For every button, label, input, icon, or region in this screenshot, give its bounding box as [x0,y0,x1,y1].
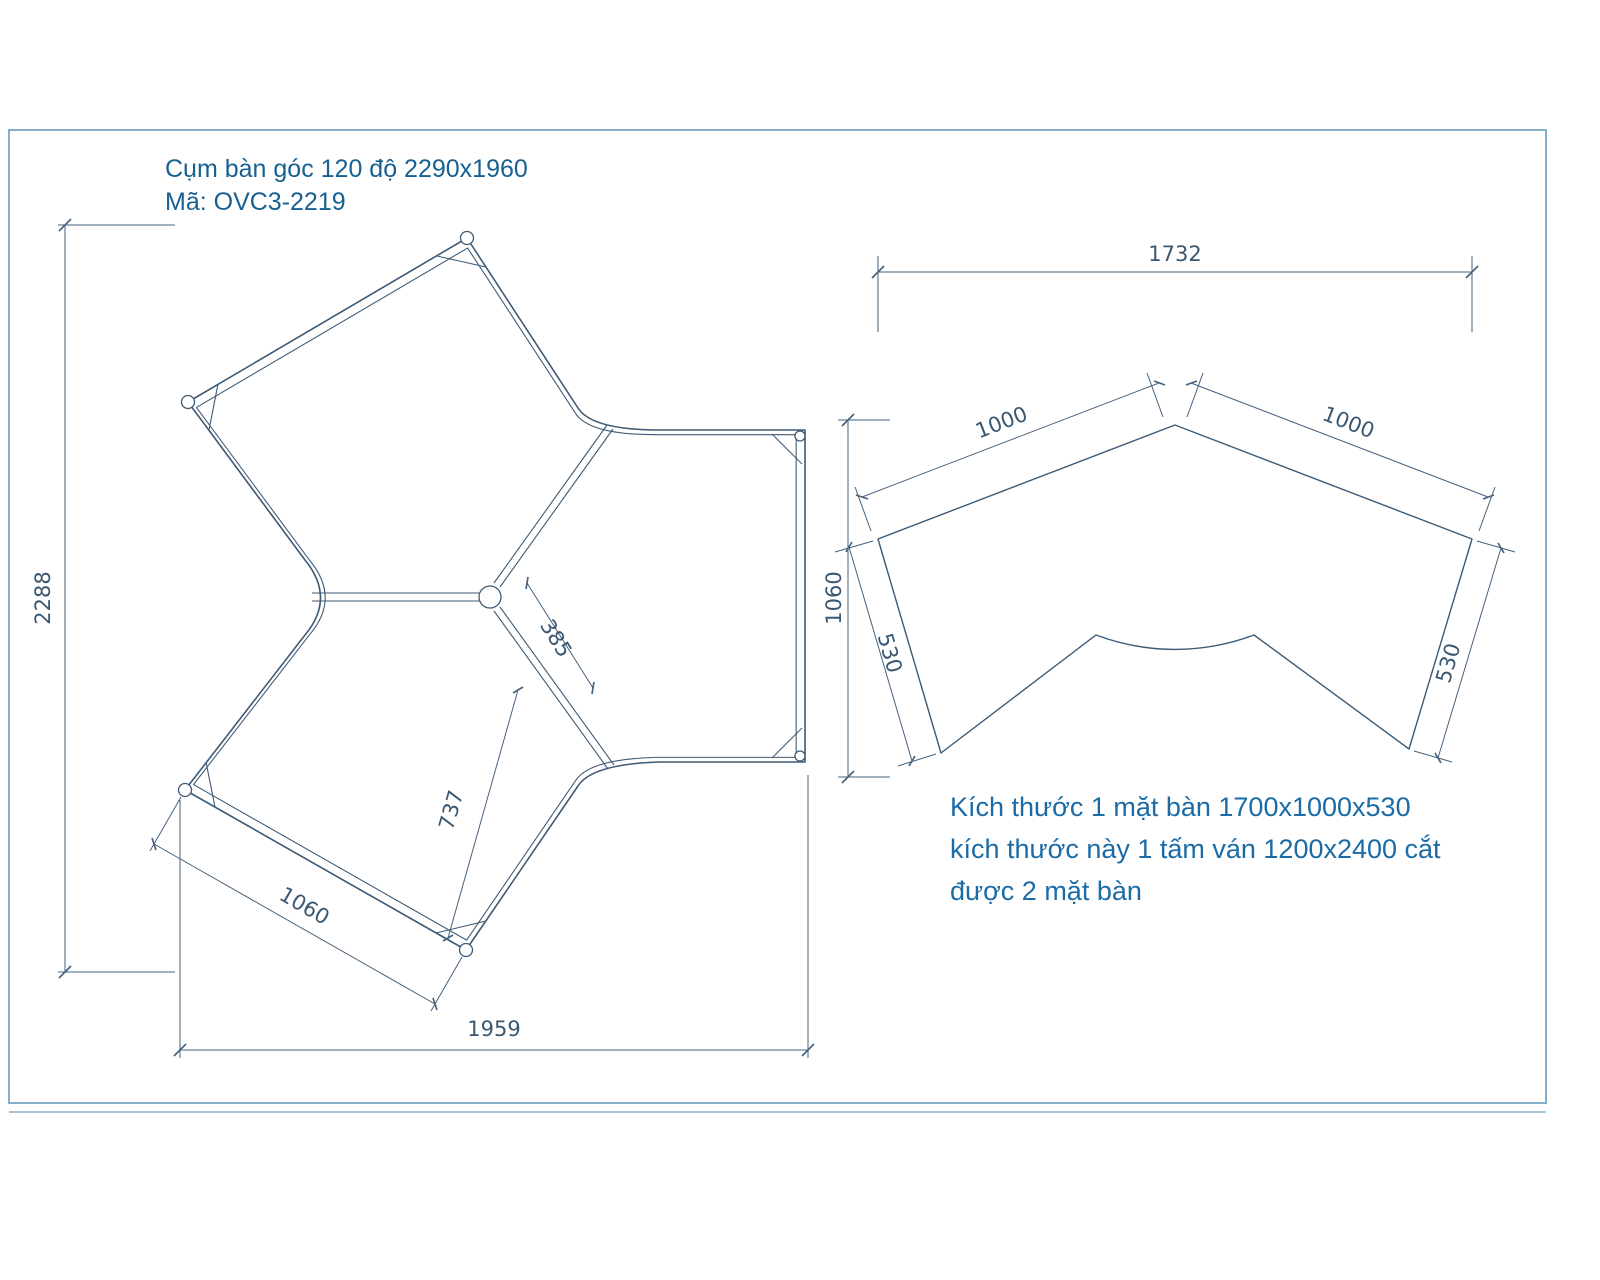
note-line-1: Kích thước 1 mặt bàn 1700x1000x530 [950,792,1411,822]
dim-desk-left-arm: 1000 [854,372,1166,532]
dim-cluster-total-height: 2288 [31,218,175,979]
cluster-top-view: 2288 1060 1959 385 [31,218,815,1058]
dim-cluster-total-width: 1959 [173,775,815,1058]
notes-block: Kích thước 1 mặt bàn 1700x1000x530 kích … [950,792,1441,906]
border-rect [8,129,1547,1104]
cluster-outer-outline [184,237,806,951]
desk-overall-height-label: 1060 [822,571,846,624]
sheet-frame [8,129,1547,1113]
center-post [478,585,502,609]
desk-dividers [312,424,615,770]
cluster-outer-edge-label: 1060 [275,882,333,930]
dim-desk-left-end: 530 [834,540,937,767]
desk-right-arm-label: 1000 [1319,402,1378,444]
desk-left-arm-label: 1000 [972,402,1031,444]
center-offset-label: 385 [535,615,577,662]
desk-depth-label: 737 [434,787,468,832]
note-line-2: kích thước này 1 tấm ván 1200x2400 cắt [950,833,1441,864]
dim-cluster-outer-edge: 1060 [149,796,463,1012]
single-desk-view: 1732 1000 1000 530 [822,242,1516,784]
dim-desk-overall-width: 1732 [871,242,1479,332]
drawing-code: Mã: OVC3-2219 [165,188,346,216]
desk-right-end-label: 530 [1431,640,1465,685]
dim-center-offset: 385 [525,576,595,695]
drawing-title: Cụm bàn góc 120 độ 2290x1960 [165,155,528,183]
leg-posts [177,230,806,958]
dim-desk-overall-height: 1060 [822,413,890,784]
cluster-total-height-label: 2288 [31,571,55,624]
corner-braces [205,255,803,934]
cluster-total-width-label: 1959 [467,1017,520,1041]
dim-desk-right-arm: 1000 [1185,372,1496,532]
desk-overall-width-label: 1732 [1148,242,1201,266]
dim-desk-right-end: 530 [1413,540,1516,764]
dim-desk-depth: 737 [434,686,524,942]
cluster-inner-outline [192,247,797,941]
desk-outline [877,424,1473,754]
note-line-3: được 2 mặt bàn [950,876,1142,906]
desk-left-end-label: 530 [873,630,907,675]
